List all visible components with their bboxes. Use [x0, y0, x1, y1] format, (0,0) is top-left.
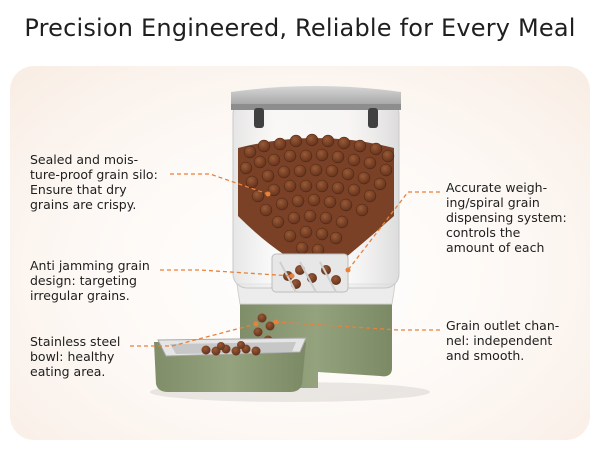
callout-line: eating area. — [30, 364, 106, 379]
leader-dispensing — [347, 191, 440, 271]
lid-latch-left — [254, 108, 264, 128]
callout-line: irregular grains. — [30, 288, 130, 303]
leader-anti-jam-dot — [289, 273, 295, 279]
callout-bowl: Stainless steel bowl: healthy eating are… — [30, 334, 120, 379]
leader-silo-dot — [265, 191, 271, 197]
leader-bowl — [130, 323, 257, 347]
callout-line: design: targeting — [30, 273, 137, 288]
callout-line: controls the — [446, 225, 521, 240]
callout-line: ing/spiral grain — [446, 195, 540, 210]
spiral-blade — [279, 261, 337, 293]
callout-line: Anti jamming grain — [30, 258, 150, 273]
leader-bowl-dot — [253, 321, 259, 327]
callout-line: Grain outlet chan- — [446, 318, 560, 333]
silo-lid — [231, 86, 401, 108]
callout-anti-jam: Anti jamming grain design: targeting irr… — [30, 258, 150, 303]
outlet-kibble — [249, 313, 275, 351]
spiral-dispenser — [271, 253, 349, 293]
callout-line: Sealed and mois- — [30, 152, 139, 167]
silo-kibble-texture — [239, 133, 395, 257]
callout-line: bowl: healthy — [30, 349, 115, 364]
leader-dispensing-dot — [345, 267, 351, 273]
callout-line: grains are crispy. — [30, 197, 137, 212]
callout-line: Ensure that dry — [30, 182, 127, 197]
callout-line: Stainless steel — [30, 334, 121, 349]
leader-outlet — [275, 321, 440, 331]
leader-silo — [170, 173, 269, 195]
callout-dispensing: Accurate weigh- ing/spiral grain dispens… — [446, 180, 567, 255]
callout-line: ture-proof grain silo: — [30, 167, 158, 182]
page-title: Precision Engineered, Reliable for Every… — [24, 14, 576, 42]
callout-line: nel: independent — [446, 333, 553, 348]
callout-line: amount of each — [446, 240, 545, 255]
leader-outlet-dot — [273, 319, 279, 325]
bowl-kibble — [201, 341, 261, 356]
lid-rim — [231, 104, 401, 110]
callout-line: Accurate weigh- — [446, 180, 548, 195]
callout-line: dispensing system: — [446, 210, 567, 225]
callout-outlet: Grain outlet chan- nel: independent and … — [446, 318, 559, 363]
leader-anti-jam — [160, 269, 293, 277]
callout-silo: Sealed and mois- ture-proof grain silo: … — [30, 152, 158, 212]
callout-line: and smooth. — [446, 348, 525, 363]
lid-latch-right — [368, 108, 378, 128]
